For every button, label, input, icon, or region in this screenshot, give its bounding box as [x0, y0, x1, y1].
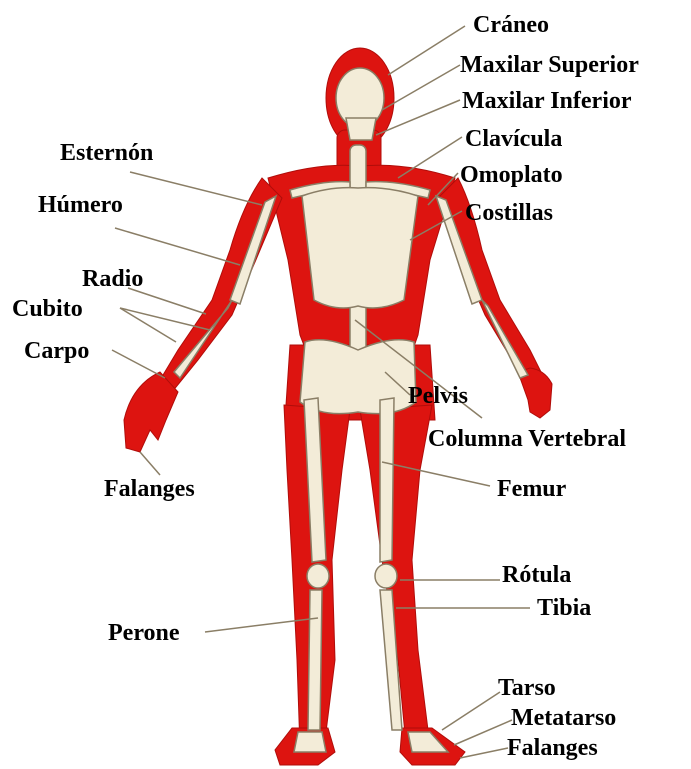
label-maxilar-superior: Maxilar Superior	[460, 52, 639, 78]
label-radio: Radio	[82, 266, 143, 292]
label-costillas: Costillas	[465, 200, 553, 226]
label-falanges-pie: Falanges	[507, 735, 598, 761]
label-clavicula: Clavícula	[465, 126, 562, 152]
label-falanges-mano: Falanges	[104, 476, 195, 502]
ribcage-bone	[302, 188, 418, 308]
label-rotula: Rótula	[502, 562, 571, 588]
label-cubito: Cubito	[12, 296, 83, 322]
label-humero: Húmero	[38, 192, 123, 218]
label-omoplato: Omoplato	[460, 162, 563, 188]
label-metatarso: Metatarso	[511, 705, 616, 731]
label-tarso: Tarso	[498, 675, 556, 701]
label-femur: Femur	[497, 476, 566, 502]
label-craneo: Cráneo	[473, 12, 549, 38]
label-tibia: Tibia	[537, 595, 591, 621]
label-maxilar-inferior: Maxilar Inferior	[462, 88, 632, 114]
label-esternon: Esternón	[60, 140, 153, 166]
patella-bone	[307, 564, 329, 588]
label-perone: Perone	[108, 620, 180, 646]
label-pelvis: Pelvis	[408, 383, 468, 409]
jaw-bone	[346, 118, 376, 140]
label-columna-vertebral: Columna Vertebral	[428, 426, 626, 452]
label-carpo: Carpo	[24, 338, 89, 364]
